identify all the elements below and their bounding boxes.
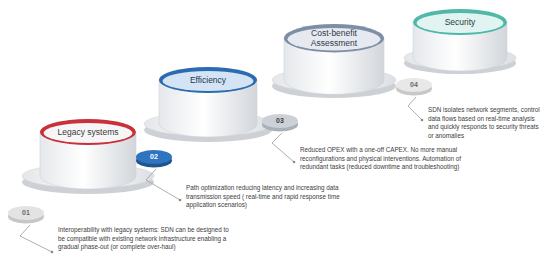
leader-line xyxy=(272,133,294,162)
step-number: 04 xyxy=(396,78,432,92)
description-text: Interoperability with legacy systems: SD… xyxy=(58,226,233,252)
leader-line xyxy=(20,225,52,252)
disc-top xyxy=(396,78,432,92)
leader-line xyxy=(408,97,422,120)
leader-line xyxy=(146,169,180,200)
description-text: Reduced OPEX with a one-off CAPEX. No mo… xyxy=(300,146,468,172)
step-number: 03 xyxy=(262,114,298,128)
cylinder-face xyxy=(44,123,133,143)
leader-dot xyxy=(179,199,182,202)
disc-top xyxy=(136,150,172,164)
number-disc: 01 xyxy=(8,206,44,224)
cylinder-node: Efficiency xyxy=(159,67,257,137)
description-text: Path optimization reducing latency and i… xyxy=(186,184,361,210)
cylinder-node: Legacy systems xyxy=(40,119,136,189)
cylinder-face xyxy=(288,28,381,50)
number-disc: 03 xyxy=(262,114,298,132)
step-number: 02 xyxy=(136,150,172,164)
step-number: 01 xyxy=(8,206,44,220)
number-disc: 02 xyxy=(136,150,172,168)
cylinder-rim xyxy=(413,9,507,35)
number-disc: 04 xyxy=(396,78,432,96)
cylinder-title: Legacy systems xyxy=(48,127,128,137)
description-text: SDN isolates network segments, control d… xyxy=(428,106,544,140)
cylinder-title: Cost-benefit Assessment xyxy=(292,28,376,48)
cylinder-title: Efficiency xyxy=(167,75,249,85)
cylinder-rim xyxy=(284,24,384,52)
cylinder-node: Cost-benefit Assessment xyxy=(284,24,384,94)
cylinder-face xyxy=(163,71,254,91)
cylinder-face xyxy=(417,13,504,33)
disc-top xyxy=(262,114,298,128)
cylinder-node: Security xyxy=(413,9,507,71)
cylinder-title: Security xyxy=(421,17,499,27)
cylinder-rim xyxy=(159,67,257,93)
leader-dot xyxy=(293,161,296,164)
leader-dot xyxy=(421,119,424,122)
cylinder-rim xyxy=(40,119,136,145)
disc-top xyxy=(8,206,44,220)
leader-dot xyxy=(51,251,54,254)
